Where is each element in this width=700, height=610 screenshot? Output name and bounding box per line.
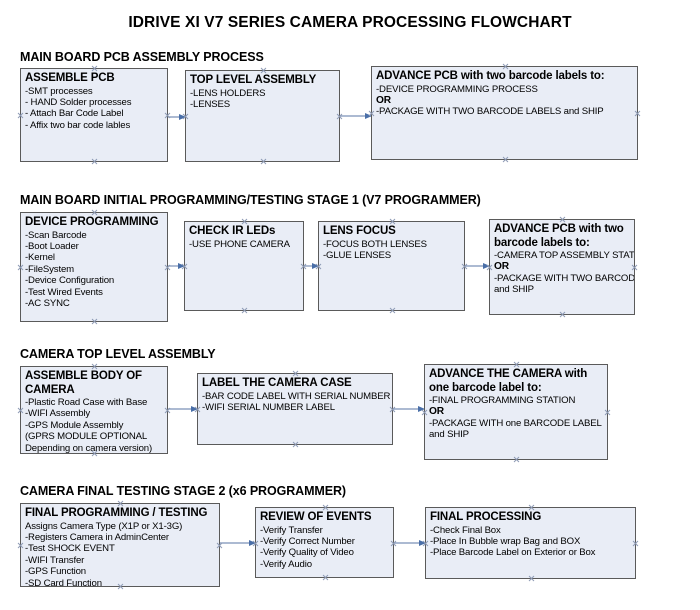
process-box[interactable]: LABEL THE CAMERA CASE-BAR CODE LABEL WIT…	[197, 373, 393, 445]
process-box-list-item: and SHIP	[494, 284, 534, 296]
process-box-list: Assigns Camera Type (X1P or X1-3G)-Regis…	[25, 520, 217, 587]
page-title: IDRIVE XI V7 SERIES CAMERA PROCESSING FL…	[128, 14, 572, 31]
process-box-list-item: Depending on camera version)	[25, 442, 152, 454]
process-box-header: LABEL THE CAMERA CASE	[202, 377, 352, 389]
process-box-list-item: and SHIP	[429, 429, 469, 441]
process-box[interactable]: DEVICE PROGRAMMING-Scan Barcode-Boot Loa…	[20, 212, 168, 322]
process-box-list-item: -SD Card Function	[25, 577, 102, 587]
process-box-list-item: -DEVICE PROGRAMMING PROCESS	[376, 83, 538, 95]
process-box-list-item: -GPS Module Assembly	[25, 419, 124, 431]
process-box-list-item: - HAND Solder processes	[25, 96, 132, 108]
process-box-header: TOP LEVEL ASSEMBLY	[190, 74, 317, 86]
process-box-list-item: -Place In Bubble wrap Bag and BOX	[430, 535, 581, 547]
section-heading: MAIN BOARD PCB ASSEMBLY PROCESS	[20, 50, 264, 64]
process-box-header: FINAL PROGRAMMING / TESTING	[25, 507, 208, 519]
process-box-list-item: -Kernel	[25, 252, 55, 264]
process-box-list: -LENS HOLDERS-LENSES	[190, 88, 337, 111]
process-box-list: -USE PHONE CAMERA	[189, 239, 301, 250]
process-box[interactable]: FINAL PROCESSING -Check Final Box-Place …	[425, 507, 636, 579]
process-box-list-item: -Plastic Road Case with Base	[25, 397, 148, 408]
process-box-list-item: -Verify Transfer	[260, 524, 323, 536]
section-heading: CAMERA FINAL TESTING STAGE 2 (x6 PROGRAM…	[20, 484, 346, 498]
process-box-list: -FOCUS BOTH LENSES-GLUE LENSES	[323, 239, 462, 262]
process-box-list-item: OR	[494, 261, 509, 273]
process-box-header: ASSEMBLE BODY OF CAMERA	[25, 370, 142, 396]
process-box-list-item: -Verify Quality of Video	[260, 547, 354, 559]
process-box-list-item: Assigns Camera Type (X1P or X1-3G)	[25, 520, 183, 532]
process-box[interactable]: ADVANCE THE CAMERA with one barcode labe…	[424, 364, 608, 460]
process-box-list-item: -PACKAGE WITH TWO BARCODE LABELS and SHI…	[376, 106, 604, 118]
process-box-header: ASSEMBLE PCB	[25, 72, 115, 84]
process-box-list-item: OR	[429, 406, 444, 418]
process-box-list: -Plastic Road Case with Base-WIFI Assemb…	[25, 397, 165, 454]
process-box[interactable]: ASSEMBLE PCB-SMT processes- HAND Solder …	[20, 68, 168, 162]
process-box-header: DEVICE PROGRAMMING	[25, 216, 159, 228]
process-box-header: CHECK IR LEDs	[189, 225, 276, 237]
process-box-list-item: -Test Wired Events	[25, 286, 103, 298]
process-box-list: -BAR CODE LABEL WITH SERIAL NUMBER-WIFI …	[202, 391, 390, 414]
process-box-list-item: -WIFI Transfer	[25, 554, 85, 566]
process-box-list: -Check Final Box-Place In Bubble wrap Ba…	[430, 525, 633, 559]
process-box[interactable]: TOP LEVEL ASSEMBLY-LENS HOLDERS-LENSES	[185, 70, 340, 162]
process-box-list-item: -SMT processes	[25, 85, 93, 97]
process-box-list-item: -AC SYNC	[25, 297, 70, 309]
section-heading: MAIN BOARD INITIAL PROGRAMMING/TESTING S…	[20, 193, 481, 207]
process-box-list-item: -Check Final Box	[430, 524, 501, 536]
process-box-list-item: -Place Barcode Label on Exterior or Box	[430, 547, 596, 559]
process-box-header: FINAL PROCESSING	[430, 511, 542, 523]
process-box[interactable]: ASSEMBLE BODY OF CAMERA-Plastic Road Cas…	[20, 366, 168, 454]
process-box-list-item: -USE PHONE CAMERA	[189, 238, 290, 250]
process-box-header: ADVANCE THE CAMERA with one barcode labe…	[429, 368, 588, 394]
process-box-list-item: - Affix two bar code lables	[25, 119, 131, 131]
process-box-list-item: -LENS HOLDERS	[190, 87, 266, 99]
process-box-list-item: -FileSystem	[25, 263, 74, 275]
process-box-list-item: - Attach Bar Code Label	[25, 108, 124, 120]
process-box-list-item: -Verify Correct Number	[260, 535, 355, 547]
process-box[interactable]: REVIEW OF EVENTS-Verify Transfer-Verify …	[255, 507, 394, 578]
process-box-list-item: -LENSES	[190, 98, 231, 110]
process-box-list-item: -Registers Camera in AdminCenter	[25, 531, 169, 543]
process-box-list-item: -GLUE LENSES	[323, 249, 392, 261]
process-box-header: LENS FOCUS	[323, 225, 396, 237]
process-box-list-item: -Verify Audio	[260, 558, 312, 570]
process-box-list: -Verify Transfer-Verify Correct Number-V…	[260, 525, 391, 571]
process-box-list-item: -Test SHOCK EVENT	[25, 543, 115, 555]
process-box-list: -Scan Barcode-Boot Loader-Kernel-FileSys…	[25, 230, 165, 310]
process-box-list-item: OR	[376, 94, 391, 106]
process-box[interactable]: CHECK IR LEDs-USE PHONE CAMERA	[184, 221, 304, 311]
section-heading: CAMERA TOP LEVEL ASSEMBLY	[20, 347, 216, 361]
process-box-header: ADVANCE PCB with two barcode labels to:	[494, 223, 624, 249]
process-box-list-item: -WIFI SERIAL NUMBER LABEL	[202, 401, 335, 413]
process-box-header: REVIEW OF EVENTS	[260, 511, 372, 523]
process-box-list-item: -Boot Loader	[25, 240, 79, 252]
process-box-list: -SMT processes- HAND Solder processes- A…	[25, 86, 165, 132]
process-box[interactable]: ADVANCE PCB with two barcode labels to:-…	[371, 66, 638, 160]
process-box-list-item: -PACKAGE WITH TWO BARCODE LABELS	[494, 272, 635, 284]
process-box-list-item: -WIFI Assembly	[25, 408, 91, 420]
process-box-list-item: -Device Configuration	[25, 275, 115, 287]
process-box-list-item: -FOCUS BOTH LENSES	[323, 238, 427, 250]
process-box-list-item: (GPRS MODULE OPTIONAL	[25, 431, 148, 443]
process-box-list-item: -BAR CODE LABEL WITH SERIAL NUMBER	[202, 390, 391, 402]
process-box-list-item: -FINAL PROGRAMMING STATION	[429, 395, 576, 406]
process-box-list-item: -PACKAGE WITH one BARCODE LABEL	[429, 417, 602, 429]
process-box-list-item: -CAMERA TOP ASSEMBLY STATION	[494, 250, 635, 261]
process-box-header: ADVANCE PCB with two barcode labels to:	[376, 70, 605, 82]
process-box[interactable]: ADVANCE PCB with two barcode labels to:-…	[489, 219, 635, 315]
process-box[interactable]: LENS FOCUS-FOCUS BOTH LENSES-GLUE LENSES	[318, 221, 465, 311]
process-box-list-item: -GPS Function	[25, 566, 86, 578]
process-box-list-item: -Scan Barcode	[25, 229, 87, 241]
